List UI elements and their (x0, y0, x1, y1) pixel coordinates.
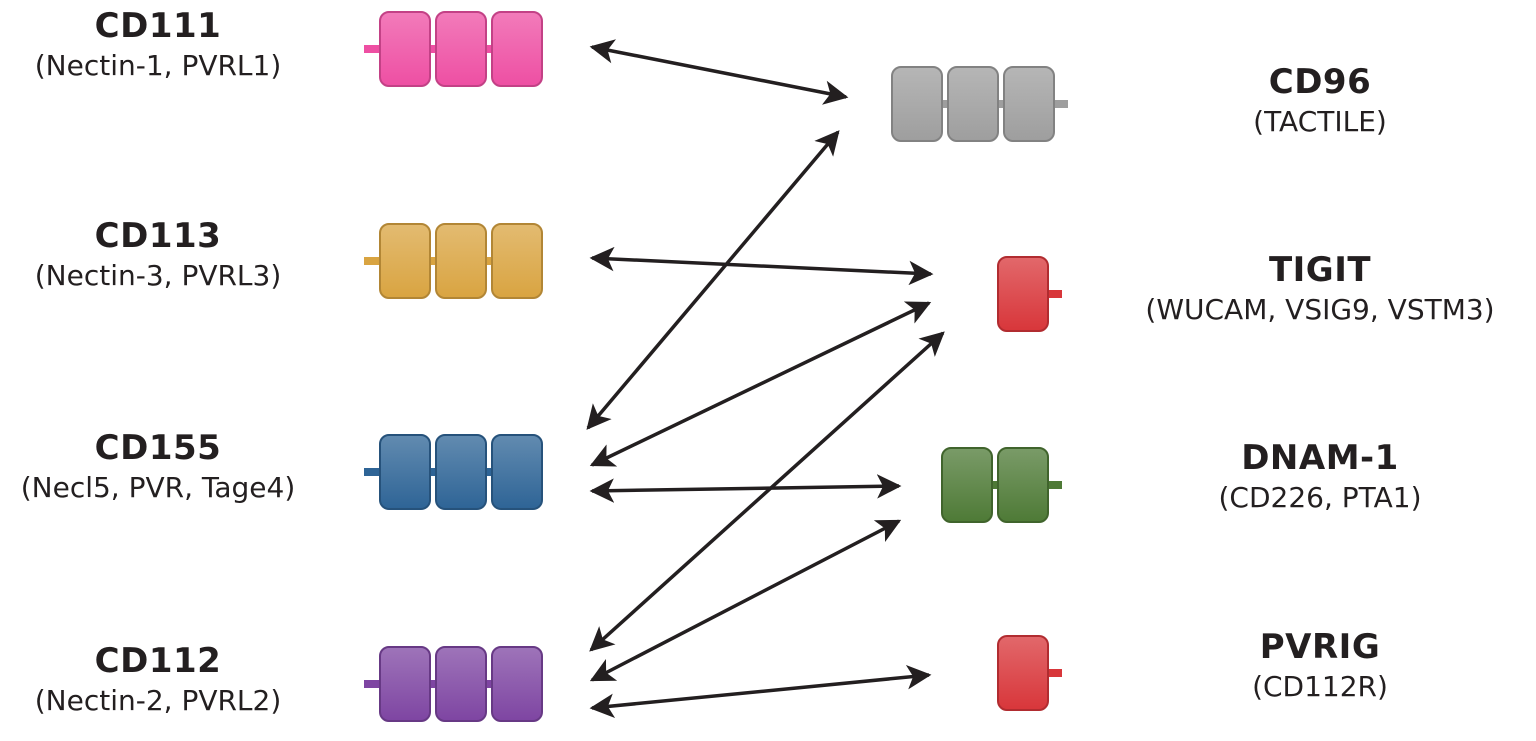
ig-domain-dnam1 (997, 447, 1049, 523)
domain-linker-cd155 (484, 468, 494, 476)
ligand-aliases-cd112: (Nectin-2, PVRL2) (34, 683, 282, 717)
ig-domain-cd112 (491, 646, 543, 722)
membrane-stub-cd155 (364, 468, 384, 476)
membrane-stub-cd112 (364, 680, 384, 688)
ig-domain-cd112 (379, 646, 431, 722)
protein-cd96 (891, 66, 1068, 142)
protein-cd112 (364, 646, 543, 722)
ig-domain-cd112 (435, 646, 487, 722)
receptor-aliases-dnam1: (CD226, PTA1) (1218, 480, 1422, 514)
interaction-arrow-cd155-cd96 (586, 130, 840, 430)
ligand-name-cd111: CD111 (94, 6, 222, 46)
domain-linker-cd155 (428, 468, 438, 476)
ig-domain-dnam1 (941, 447, 993, 523)
receptor-label-dnam1: DNAM-1 (CD226, PTA1) (1219, 438, 1422, 514)
ig-domain-cd113 (435, 223, 487, 299)
membrane-stub-cd96 (1050, 100, 1068, 108)
ligand-label-cd155: CD155 (Necl5, PVR, Tage4) (21, 428, 296, 504)
interaction-arrows (586, 39, 945, 719)
interaction-arrow-cd113-tigit (589, 246, 934, 286)
protein-cd111 (364, 11, 543, 87)
ig-domain-cd111 (379, 11, 431, 87)
membrane-stub-pvrig (1044, 669, 1062, 677)
domain-linker-cd113 (428, 257, 438, 265)
ig-domain-cd155 (379, 434, 431, 510)
domain-linker-cd111 (428, 45, 438, 53)
protein-cd155 (364, 434, 543, 510)
receptor-label-pvrig: PVRIG (CD112R) (1252, 627, 1388, 703)
domain-linker-cd112 (428, 680, 438, 688)
ig-domain-cd111 (435, 11, 487, 87)
interaction-arrow-cd111-cd96 (589, 39, 849, 105)
ig-domain-cd96 (947, 66, 999, 142)
receptor-aliases-tigit: (WUCAM, VSIG9, VSTM3) (1145, 292, 1495, 326)
ligand-proteins (364, 11, 543, 722)
protein-pvrig (997, 635, 1062, 711)
ligand-label-cd112: CD112 (Nectin-2, PVRL2) (35, 641, 282, 717)
receptor-aliases-pvrig: (CD112R) (1252, 669, 1388, 703)
interaction-arrow-cd112-pvrig (589, 664, 932, 719)
domain-linker-dnam1 (990, 481, 1000, 489)
ligand-aliases-cd155: (Necl5, PVR, Tage4) (20, 470, 296, 504)
domain-linker-cd112 (484, 680, 494, 688)
receptor-label-cd96: CD96 (TACTILE) (1253, 62, 1387, 138)
ig-domain-cd113 (379, 223, 431, 299)
ig-domain-cd113 (491, 223, 543, 299)
domain-linker-cd96 (940, 100, 950, 108)
membrane-stub-cd113 (364, 257, 384, 265)
ig-domain-pvrig (997, 635, 1049, 711)
protein-dnam1 (941, 447, 1062, 523)
ig-domain-tigit (997, 256, 1049, 332)
interaction-arrow-cd155-dnam1 (589, 474, 902, 503)
membrane-stub-tigit (1044, 290, 1062, 298)
membrane-stub-dnam1 (1044, 481, 1062, 489)
membrane-stub-cd111 (364, 45, 384, 53)
receptor-name-pvrig: PVRIG (1259, 627, 1381, 667)
ig-domain-cd155 (491, 434, 543, 510)
ligand-aliases-cd113: (Nectin-3, PVRL3) (34, 258, 282, 292)
receptor-name-tigit: TIGIT (1268, 250, 1372, 290)
receptor-name-cd96: CD96 (1268, 62, 1372, 102)
interaction-arrow-cd155-tigit (589, 301, 932, 467)
receptor-proteins (891, 66, 1068, 711)
ig-domain-cd96 (1003, 66, 1055, 142)
ig-domain-cd96 (891, 66, 943, 142)
ligand-name-cd112: CD112 (94, 641, 222, 681)
protein-cd113 (364, 223, 543, 299)
ligand-aliases-cd111: (Nectin-1, PVRL1) (34, 48, 282, 82)
ligand-label-cd113: CD113 (Nectin-3, PVRL3) (35, 216, 282, 292)
ig-domain-cd111 (491, 11, 543, 87)
ligand-label-cd111: CD111 (Nectin-1, PVRL1) (35, 6, 282, 82)
domain-linker-cd96 (996, 100, 1006, 108)
receptor-label-tigit: TIGIT (WUCAM, VSIG9, VSTM3) (1145, 250, 1494, 326)
protein-tigit (997, 256, 1062, 332)
domain-linker-cd113 (484, 257, 494, 265)
domain-linker-cd111 (484, 45, 494, 53)
ig-domain-cd155 (435, 434, 487, 510)
ligand-name-cd155: CD155 (94, 428, 222, 468)
receptor-name-dnam1: DNAM-1 (1241, 438, 1399, 478)
ligand-name-cd113: CD113 (94, 216, 222, 256)
receptor-aliases-cd96: (TACTILE) (1253, 104, 1387, 138)
interaction-arrow-cd112-dnam1 (589, 519, 902, 682)
